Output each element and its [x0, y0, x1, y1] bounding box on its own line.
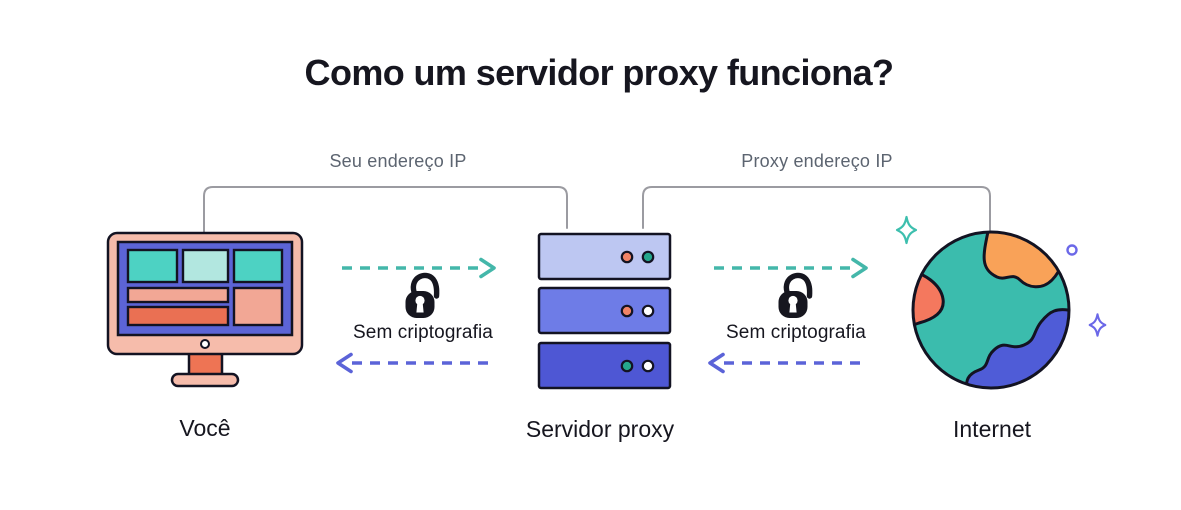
left-encryption-label: Sem criptografia	[353, 322, 493, 343]
arrowhead-left	[708, 352, 725, 374]
server-led	[620, 250, 634, 264]
globe-icon	[911, 230, 1071, 390]
unlocked-padlock-icon	[778, 272, 813, 318]
screen-tile-orange-row	[126, 305, 230, 327]
screen-tile-salmon-row	[126, 286, 230, 304]
arrowhead-right	[479, 257, 496, 279]
proxy-client-response-arrow	[336, 352, 490, 374]
desktop-monitor-icon	[106, 231, 304, 388]
right-encryption-label: Sem criptografia	[726, 322, 866, 343]
client-to-proxy-link-label: Seu endereço IP	[329, 151, 467, 171]
proxy-to-internet-link-label: Proxy endereço IP	[741, 151, 893, 171]
ring-icon	[1066, 244, 1078, 256]
screen-tile-teal-light	[181, 248, 230, 284]
server-stack-icon	[537, 232, 672, 390]
monitor-stand-base	[170, 372, 240, 388]
arrowhead-right	[851, 257, 868, 279]
sparkle-icon	[1088, 313, 1107, 337]
globe-continent-orange	[982, 232, 1069, 289]
globe-outline	[911, 230, 1071, 390]
server-led	[641, 359, 655, 373]
proxy-node-label: Servidor proxy	[525, 416, 675, 442]
screen-tile-salmon-col	[232, 286, 284, 327]
internet-proxy-response-arrow	[708, 352, 862, 374]
server-led	[620, 304, 634, 318]
client-to-proxy-bracket	[203, 186, 568, 233]
arrowhead-left	[336, 352, 353, 374]
proxy-to-internet-bracket	[642, 186, 991, 231]
server-slab-1	[537, 232, 672, 281]
screen-tile-teal-2	[232, 248, 284, 284]
server-slab-3	[537, 341, 672, 390]
server-led	[641, 304, 655, 318]
client-proxy-request-arrow	[342, 257, 496, 279]
screen-tile-teal-1	[126, 248, 179, 284]
server-led	[620, 359, 634, 373]
sparkle-icon	[895, 215, 918, 245]
monitor-bezel-button	[200, 339, 210, 349]
server-led	[641, 250, 655, 264]
diagram-title: Como um servidor proxy funciona?	[304, 52, 894, 93]
internet-node-label: Internet	[953, 416, 1031, 442]
unlocked-padlock-icon	[405, 272, 440, 318]
server-slab-2	[537, 286, 672, 335]
proxy-internet-request-arrow	[714, 257, 868, 279]
client-node-label: Você	[179, 415, 231, 441]
